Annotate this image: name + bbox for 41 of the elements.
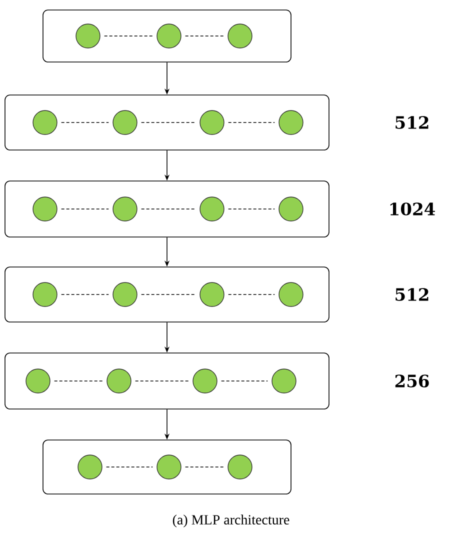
layer-size-label: 1024: [390, 202, 435, 216]
dashed-line: [228, 122, 276, 123]
dashed-line: [228, 294, 276, 295]
neuron-circle: [106, 368, 132, 394]
neuron-circle: [156, 24, 182, 48]
dashed-line: [220, 380, 268, 382]
neuron-circle: [78, 454, 102, 480]
neuron-circle: [26, 368, 50, 394]
neuron-circle: [228, 454, 252, 480]
layer-size-label: 256: [395, 374, 429, 388]
neuron-circle: [112, 282, 138, 307]
neuron-circle: [32, 282, 58, 307]
neuron-circle: [192, 368, 218, 394]
neuron-circle: [76, 24, 100, 48]
dashed-line: [54, 380, 104, 382]
dashed-line: [134, 380, 190, 382]
neuron-circle: [32, 110, 58, 135]
neuron-circle: [228, 24, 252, 48]
neuron-circle: [112, 196, 138, 222]
layer-size-label: 512: [396, 288, 428, 301]
dashed-line: [140, 294, 196, 295]
neuron-circle: [32, 196, 58, 222]
dashed-line: [60, 122, 110, 123]
dashed-line: [60, 208, 110, 210]
neuron-circle: [278, 110, 304, 135]
neuron-circle: [272, 368, 296, 394]
dashed-line: [140, 122, 196, 123]
dashed-line: [60, 294, 110, 295]
neuron-circle: [200, 196, 224, 222]
neuron-circle: [278, 196, 304, 222]
dashed-line: [228, 208, 276, 210]
neuron-circle: [112, 110, 138, 135]
layer-size-label: 512: [396, 116, 428, 129]
dashed-line: [106, 466, 154, 468]
caption: (a) MLP architecture: [172, 514, 290, 528]
neuron-circle: [200, 282, 224, 307]
neuron-circle: [278, 282, 304, 307]
neuron-circle: [200, 110, 224, 135]
dashed-line: [140, 208, 196, 210]
neuron-circle: [156, 454, 182, 480]
dashed-line: [184, 466, 224, 468]
